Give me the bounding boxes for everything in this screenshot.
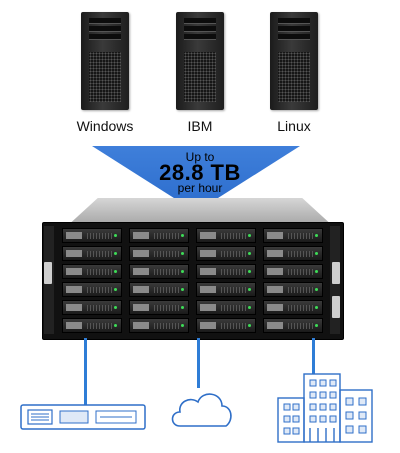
connector-line-center: [197, 338, 200, 388]
drive-bay: [263, 300, 323, 315]
drive-bay: [62, 246, 122, 261]
drive-bay: [129, 318, 189, 333]
connector-line-right: [312, 338, 315, 374]
drive-bay: [129, 246, 189, 261]
drive-bay: [129, 300, 189, 315]
client-label-windows: Windows: [76, 118, 134, 134]
throughput-value: 28.8 TB: [159, 160, 241, 185]
drive-bay: [196, 264, 256, 279]
drive-bay: [263, 228, 323, 243]
tower-server-windows-icon: [81, 12, 129, 110]
client-label-ibm: IBM: [187, 118, 213, 134]
drive-bay: [196, 246, 256, 261]
drive-bay: [263, 282, 323, 297]
drive-bay: [263, 246, 323, 261]
drive-bay: [62, 282, 122, 297]
rack-handle-left: [44, 262, 52, 284]
throughput-suffix: per hour: [177, 181, 223, 195]
drive-bay: [263, 264, 323, 279]
rack-handle-right: [332, 262, 340, 284]
drive-bay: [129, 228, 189, 243]
drive-bay: [196, 282, 256, 297]
drive-bay: [196, 300, 256, 315]
drive-bay: [196, 228, 256, 243]
cloud-icon: [171, 393, 232, 427]
throughput-prefix: Up to: [185, 150, 215, 164]
drive-bay: [263, 318, 323, 333]
drive-bay: [62, 264, 122, 279]
office-building-icon: [277, 373, 373, 443]
drive-bay: [196, 318, 256, 333]
drive-bay: [62, 318, 122, 333]
drive-bay: [129, 264, 189, 279]
connector-line-left: [84, 338, 87, 408]
tower-server-linux-icon: [270, 12, 318, 110]
drive-bay: [129, 282, 189, 297]
client-label-linux: Linux: [277, 118, 311, 134]
tower-server-ibm-icon: [176, 12, 224, 110]
rackmount-storage-top: [69, 198, 331, 224]
drive-bay: [62, 228, 122, 243]
rack-handle-right-lower: [332, 296, 340, 318]
rack-server-icon: [20, 404, 146, 430]
drive-bay: [62, 300, 122, 315]
